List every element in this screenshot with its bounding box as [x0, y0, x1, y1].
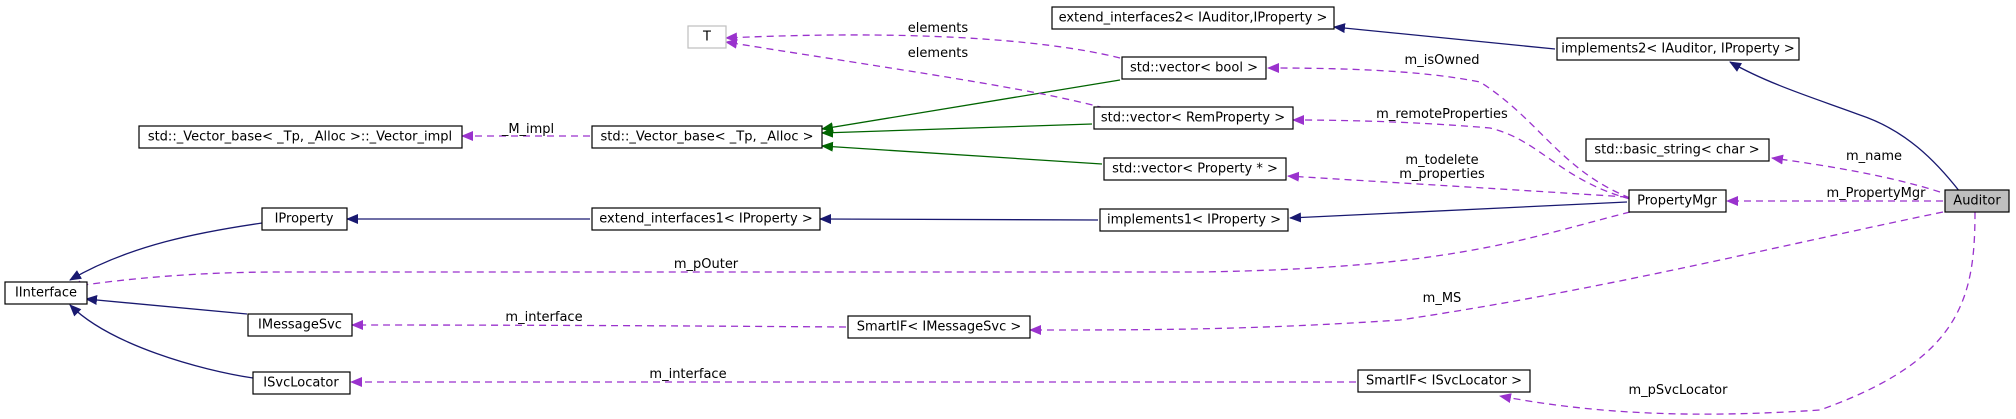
node-label: IInterface [15, 286, 77, 301]
node-iinterface[interactable]: IInterface [4, 281, 88, 305]
node-label: implements1< IProperty > [1107, 213, 1281, 228]
edge-propertymgr-vector-bool: m_isOwned [1267, 53, 1631, 199]
node-vector-bool[interactable]: std::vector< bool > [1121, 56, 1267, 80]
edge-label-elements-remprop: elements [908, 46, 969, 61]
node-vector-impl[interactable]: std::_Vector_base< _Tp, _Alloc >::_Vecto… [138, 125, 463, 149]
node-auditor[interactable]: Auditor [1944, 189, 2010, 213]
edge-vector-propptr-vector-base [821, 141, 1103, 165]
node-label: ISvcLocator [263, 376, 339, 391]
node-vector-base[interactable]: std::_Vector_base< _Tp, _Alloc > [591, 125, 823, 149]
edge-iproperty-iinterface [69, 222, 263, 281]
node-label: std::_Vector_base< _Tp, _Alloc >::_Vecto… [148, 130, 452, 145]
node-smartif-svcloc[interactable]: SmartIF< ISvcLocator > [1357, 369, 1531, 393]
node-label: IProperty [275, 212, 334, 227]
node-label: extend_interfaces1< IProperty > [599, 212, 812, 227]
node-vector-propptr[interactable]: std::vector< Property * > [1103, 157, 1287, 181]
node-label: std::vector< RemProperty > [1101, 111, 1285, 126]
edge-auditor-implements2 [1729, 61, 1961, 193]
node-label: std::vector< bool > [1130, 61, 1258, 76]
edge-auditor-basic-string: m_name [1771, 149, 1941, 193]
node-label: std::basic_string< char > [1594, 143, 1759, 158]
node-implements1[interactable]: implements1< IProperty > [1099, 208, 1289, 232]
node-label: PropertyMgr [1637, 194, 1717, 209]
node-t[interactable]: T [687, 25, 727, 49]
edge-propertymgr-vector-remprop: m_remoteProperties [1292, 107, 1631, 200]
edge-smartif-msgsvc-imessagesvc: m_interface [351, 310, 847, 331]
node-label: T [702, 30, 711, 45]
edge-label-m-pouter: m_pOuter [674, 257, 739, 272]
edge-vector-bool-vector-base [821, 79, 1121, 133]
node-extend-interfaces1[interactable]: extend_interfaces1< IProperty > [591, 207, 821, 231]
edge-auditor-smartif-msgsvc: m_MS [1029, 211, 1944, 335]
edge-propertymgr-vector-propptr: m_todelete m_properties [1287, 153, 1628, 198]
edge-label-m-name: m_name [1846, 149, 1902, 164]
edge-propertymgr-implements1 [1289, 201, 1628, 223]
edge-auditor-propertymgr: m_PropertyMgr [1726, 186, 1943, 206]
edge-label-m-properties: m_properties [1399, 167, 1485, 182]
node-smartif-msgsvc[interactable]: SmartIF< IMessageSvc > [847, 315, 1031, 339]
node-iproperty[interactable]: IProperty [261, 207, 348, 231]
edge-label-m-interface-msgsvc: m_interface [505, 310, 582, 325]
edge-vector-remprop-vector-base [821, 123, 1093, 138]
node-property-mgr[interactable]: PropertyMgr [1628, 189, 1727, 213]
edge-propertymgr-iinterface: m_pOuter [69, 211, 1631, 291]
node-implements2[interactable]: implements2< IAuditor, IProperty > [1556, 37, 1800, 61]
edge-vector-bool-t: elements [725, 21, 1121, 59]
edge-label-m-psvclocator: m_pSvcLocator [1629, 383, 1729, 398]
edge-label-m-isowned: m_isOwned [1405, 53, 1480, 68]
node-label: SmartIF< ISvcLocator > [1366, 374, 1522, 389]
edge-smartif-svcloc-isvclocator: m_interface [350, 367, 1356, 387]
edge-isvclocator-iinterface [69, 304, 254, 379]
node-label: std::_Vector_base< _Tp, _Alloc > [600, 130, 813, 145]
node-isvclocator[interactable]: ISvcLocator [252, 371, 351, 395]
edge-label-m-impl: _M_impl [501, 122, 554, 137]
edge-label-m-propertymgr: m_PropertyMgr [1827, 186, 1927, 201]
node-label: SmartIF< IMessageSvc > [857, 320, 1022, 335]
node-vector-remprop[interactable]: std::vector< RemProperty > [1093, 106, 1294, 130]
edge-implements1-extend-interfaces1 [819, 214, 1099, 225]
node-label: Auditor [1953, 194, 2001, 209]
node-basic-string[interactable]: std::basic_string< char > [1585, 138, 1770, 162]
edge-label-m-remoteproperties: m_remoteProperties [1376, 107, 1508, 122]
node-label: extend_interfaces2< IAuditor,IProperty > [1059, 11, 1328, 26]
node-label: IMessageSvc [258, 318, 342, 333]
edge-label-m-ms: m_MS [1423, 291, 1462, 306]
edge-implements2-extend-interfaces2 [1333, 23, 1556, 50]
edge-imessagesvc-iinterface [85, 295, 248, 315]
edge-label-elements-bool: elements [908, 21, 969, 36]
edge-label-m-todelete: m_todelete [1405, 153, 1478, 168]
edge-vector-remprop-t: elements [725, 38, 1105, 109]
node-extend-interfaces2[interactable]: extend_interfaces2< IAuditor,IProperty > [1051, 6, 1335, 30]
edge-label-m-interface-svcloc: m_interface [649, 367, 726, 382]
edge-vector-base-vector-impl: _M_impl [461, 122, 590, 141]
node-label: implements2< IAuditor, IProperty > [1561, 42, 1795, 57]
node-label: std::vector< Property * > [1112, 162, 1278, 177]
node-imessagesvc[interactable]: IMessageSvc [247, 313, 353, 337]
edge-auditor-smartif-svcloc: m_pSvcLocator [1499, 211, 1976, 415]
